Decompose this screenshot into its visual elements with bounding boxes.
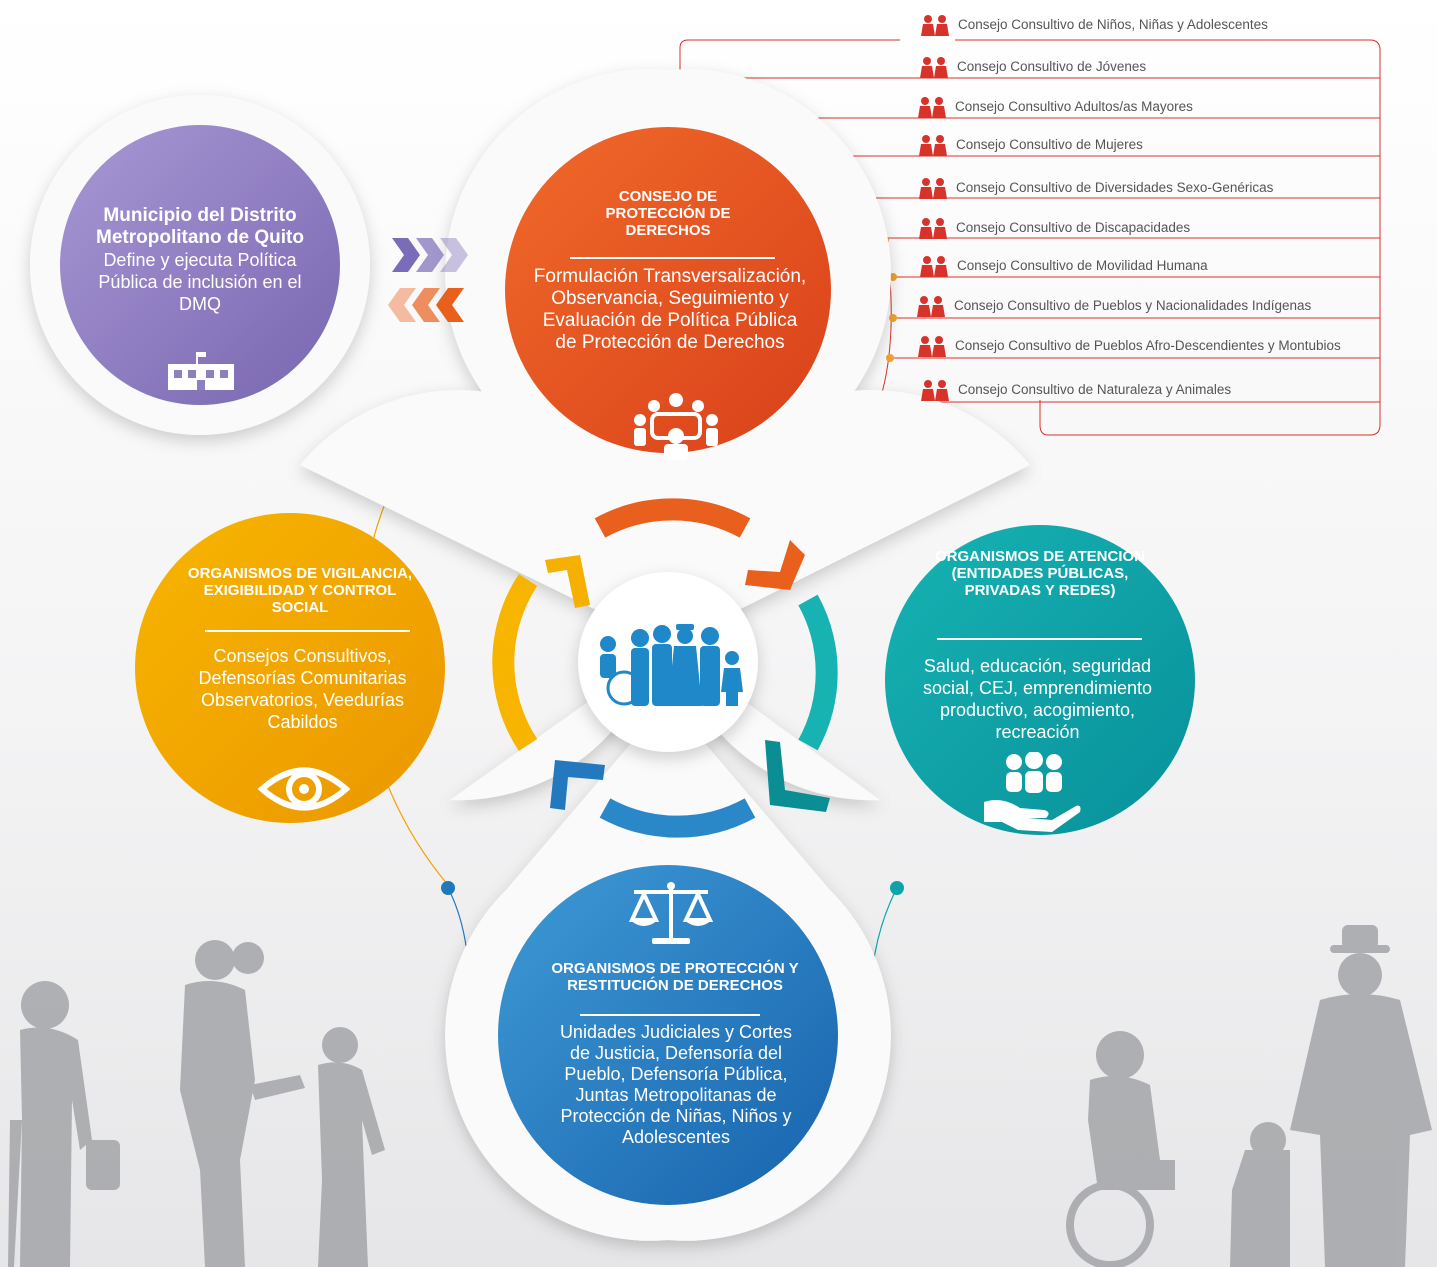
- orbit-dot-teal: [890, 881, 904, 895]
- municipio-text: Municipio del Distrito Metropolitano de …: [85, 205, 315, 315]
- consejo-body: Formulación Transversalización, Observan…: [533, 266, 807, 353]
- proteccion-text: ORGANISMOS DE PROTECCIÓN Y RESTITUCIÓN D…: [545, 960, 805, 994]
- elderly-man-silhouette: [8, 981, 120, 1267]
- municipio-title: Municipio del Distrito Metropolitano de …: [96, 205, 304, 248]
- vigilancia-circle: [135, 513, 445, 823]
- afro-emblem-icon: [913, 335, 949, 357]
- ring-right: [798, 594, 838, 751]
- orbit-dot-blue: [441, 881, 455, 895]
- chevron-orange: [745, 540, 805, 590]
- building-icon: [168, 352, 234, 390]
- ring-left: [492, 573, 538, 752]
- tree-animal-icon: [916, 379, 952, 401]
- diverse-people-icon: [600, 624, 743, 706]
- scales-icon: [628, 882, 714, 944]
- vigilancia-body: Consejos Consultivos, Defensorías Comuni…: [198, 646, 407, 732]
- consejo-consultivo-label: Consejo Consultivo de Discapacidades: [956, 220, 1191, 235]
- indigenous-emblem-icon: [912, 295, 948, 317]
- silhouettes: [8, 925, 1432, 1267]
- right-arrows: [392, 238, 468, 272]
- child-silhouette: [318, 1027, 385, 1267]
- children-icon: [916, 14, 952, 36]
- consejo-title: CONSEJO DE PROTECCIÓN DE DERECHOS: [605, 188, 731, 239]
- consejo-consultivo-label: Consejo Consultivo de Niños, Niñas y Ado…: [958, 17, 1268, 32]
- atencion-circle: [885, 525, 1195, 835]
- atencion-title: ORGANISMOS DE ATENCIÓN (ENTIDADES PÚBLIC…: [934, 548, 1145, 599]
- proteccion-title: ORGANISMOS DE PROTECCIÓN Y RESTITUCIÓN D…: [551, 960, 799, 994]
- consejo-text: CONSEJO DE PROTECCIÓN DE DERECHOS: [568, 188, 768, 239]
- proteccion-body: Unidades Judiciales y Cortes de Justicia…: [559, 1022, 793, 1147]
- consejo-consultivo-label: Consejo Consultivo de Movilidad Humana: [957, 258, 1208, 273]
- consejo-consultivo-label: Consejo Consultivo de Naturaleza y Anima…: [958, 382, 1232, 397]
- consejo-consultivo-label: Consejo Consultivo de Mujeres: [956, 137, 1143, 152]
- dog-silhouette: [1230, 1122, 1290, 1267]
- atencion-divider: [937, 638, 1142, 640]
- vigilancia-text: ORGANISMOS DE VIGILANCIA, EXIGIBILIDAD Y…: [185, 565, 415, 616]
- hand-people-icon: [984, 752, 1081, 832]
- elderly-icon: [913, 96, 949, 118]
- wheelchair-icon: [914, 217, 950, 239]
- consejo-consultivo-label: Consejo Consultivo de Jóvenes: [957, 59, 1147, 74]
- consejo-divider: [570, 257, 775, 259]
- atencion-text: ORGANISMOS DE ATENCIÓN (ENTIDADES PÚBLIC…: [920, 548, 1160, 599]
- proteccion-circle: [498, 865, 838, 1205]
- vigilancia-divider: [205, 630, 410, 632]
- ring-top: [594, 498, 751, 538]
- left-arrows: [388, 288, 464, 322]
- vigilancia-title: ORGANISMOS DE VIGILANCIA, EXIGIBILIDAD Y…: [187, 565, 413, 616]
- consejo-consultivo-label: Consejo Consultivo de Pueblos Afro-Desce…: [955, 338, 1341, 353]
- municipio-body: Define y ejecuta Política Pública de inc…: [98, 250, 302, 314]
- youth-icon: [915, 56, 951, 78]
- man-hat-silhouette: [1290, 925, 1432, 1267]
- woman-icon: [914, 134, 950, 156]
- consejo-consultivo-label: Consejo Consultivo de Pueblos y Nacional…: [954, 298, 1312, 313]
- consejo-circle: [505, 127, 831, 453]
- municipio-circle: [60, 125, 340, 405]
- eye-icon: [258, 767, 350, 811]
- ring-bottom: [599, 798, 756, 838]
- meeting-table-icon: [634, 393, 718, 460]
- consejo-consultivo-label: Consejo Consultivo de Diversidades Sexo-…: [956, 180, 1274, 195]
- chevron-yellow: [545, 555, 590, 608]
- consejo-consultivo-label: Consejo Consultivo Adultos/as Mayores: [955, 99, 1193, 114]
- gender-symbols-icon: [914, 177, 950, 199]
- proteccion-divider: [580, 1014, 760, 1016]
- family-icon: [915, 255, 951, 277]
- adult-child-silhouette: [180, 940, 305, 1267]
- wheelchair-silhouette: [1066, 1031, 1175, 1267]
- chevron-blue: [550, 760, 605, 810]
- atencion-body: Salud, educación, seguridad social, CEJ,…: [922, 656, 1153, 742]
- chevron-teal: [765, 740, 830, 812]
